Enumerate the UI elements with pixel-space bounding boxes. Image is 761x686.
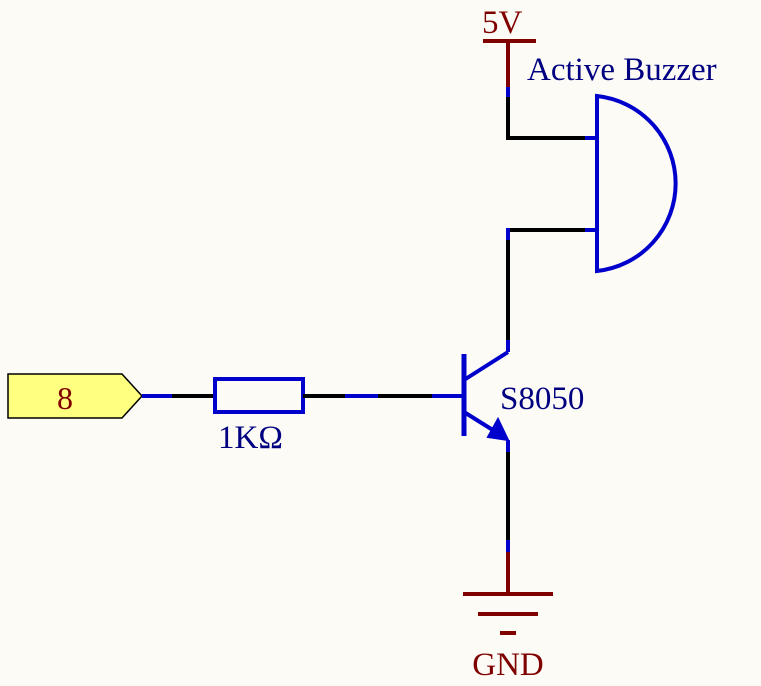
power-5v-symbol [483, 39, 536, 97]
resistor-label: 1KΩ [218, 420, 283, 456]
transistor-label: S8050 [500, 381, 584, 417]
transistor-symbol [461, 350, 510, 442]
wire-5v-to-buzzer [506, 97, 585, 140]
ground-label: GND [472, 647, 544, 683]
pin-8-connector [7, 373, 144, 419]
power-label: 5V [482, 5, 523, 41]
buzzer-symbol [585, 93, 678, 274]
ground-symbol [463, 552, 553, 635]
pin-label: 8 [57, 380, 73, 416]
buzzer-label: Active Buzzer [527, 52, 717, 88]
emitter-arrow-icon [486, 416, 510, 442]
